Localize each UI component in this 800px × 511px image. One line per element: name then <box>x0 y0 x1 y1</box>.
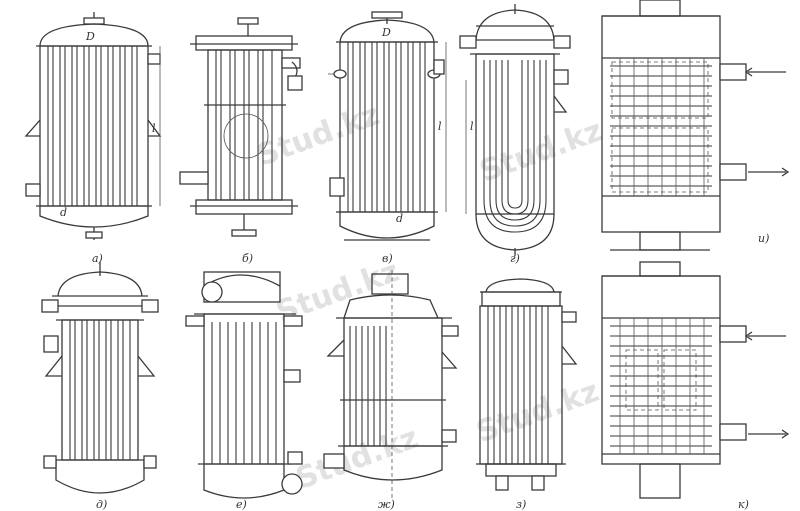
dimension-l-a: l <box>152 122 156 135</box>
panel-label-k: к) <box>738 498 749 511</box>
tube-bundle-e <box>211 322 277 464</box>
panel-label-d: д) <box>96 498 107 511</box>
panel-label-i: и) <box>758 232 769 245</box>
panel-label-e: е) <box>236 498 247 511</box>
tube-bundle-z <box>487 306 549 464</box>
exchanger-a: l D d а) <box>24 12 162 265</box>
tube-bundle-b <box>215 50 273 200</box>
watermark-5: Stud.kz <box>291 420 423 497</box>
exchanger-z: з) <box>476 278 578 511</box>
panel-label-g: г) <box>510 252 520 265</box>
exchanger-v: l D d в) <box>328 11 447 265</box>
tube-grid-i <box>610 58 712 196</box>
panel-label-zh: ж) <box>378 498 395 511</box>
exchanger-zh: ж) <box>323 270 459 511</box>
tube-bundle-zh <box>349 326 387 446</box>
tube-bundle-v <box>347 42 426 212</box>
tube-bundle-a <box>47 46 138 206</box>
exchanger-b: б) <box>179 17 303 265</box>
exchanger-g: l г) <box>459 4 571 265</box>
tube-bundle-d <box>69 320 131 460</box>
panel-label-b: б) <box>242 252 253 265</box>
top-head-label-v: D <box>381 26 391 39</box>
dimension-l-g: l <box>470 120 474 133</box>
exchanger-k: к) <box>601 261 790 511</box>
panel-label-z: з) <box>516 498 526 511</box>
panel-label-a: а) <box>92 252 103 265</box>
exchanger-e: е) <box>185 271 303 511</box>
dimension-l-v: l <box>438 120 442 133</box>
u-tube-bundle-g <box>483 60 547 233</box>
watermark-4: Stud.kz <box>472 374 604 451</box>
exchanger-d: д) <box>41 262 159 511</box>
bottom-head-label-v: d <box>396 212 403 225</box>
panel-label-v: в) <box>382 252 393 265</box>
watermark-2: Stud.kz <box>475 113 607 190</box>
exchanger-i: и) <box>601 0 790 251</box>
top-head-label-a: D <box>85 30 95 43</box>
bottom-head-label-a: d <box>60 206 67 219</box>
tube-grid-k <box>610 318 712 454</box>
